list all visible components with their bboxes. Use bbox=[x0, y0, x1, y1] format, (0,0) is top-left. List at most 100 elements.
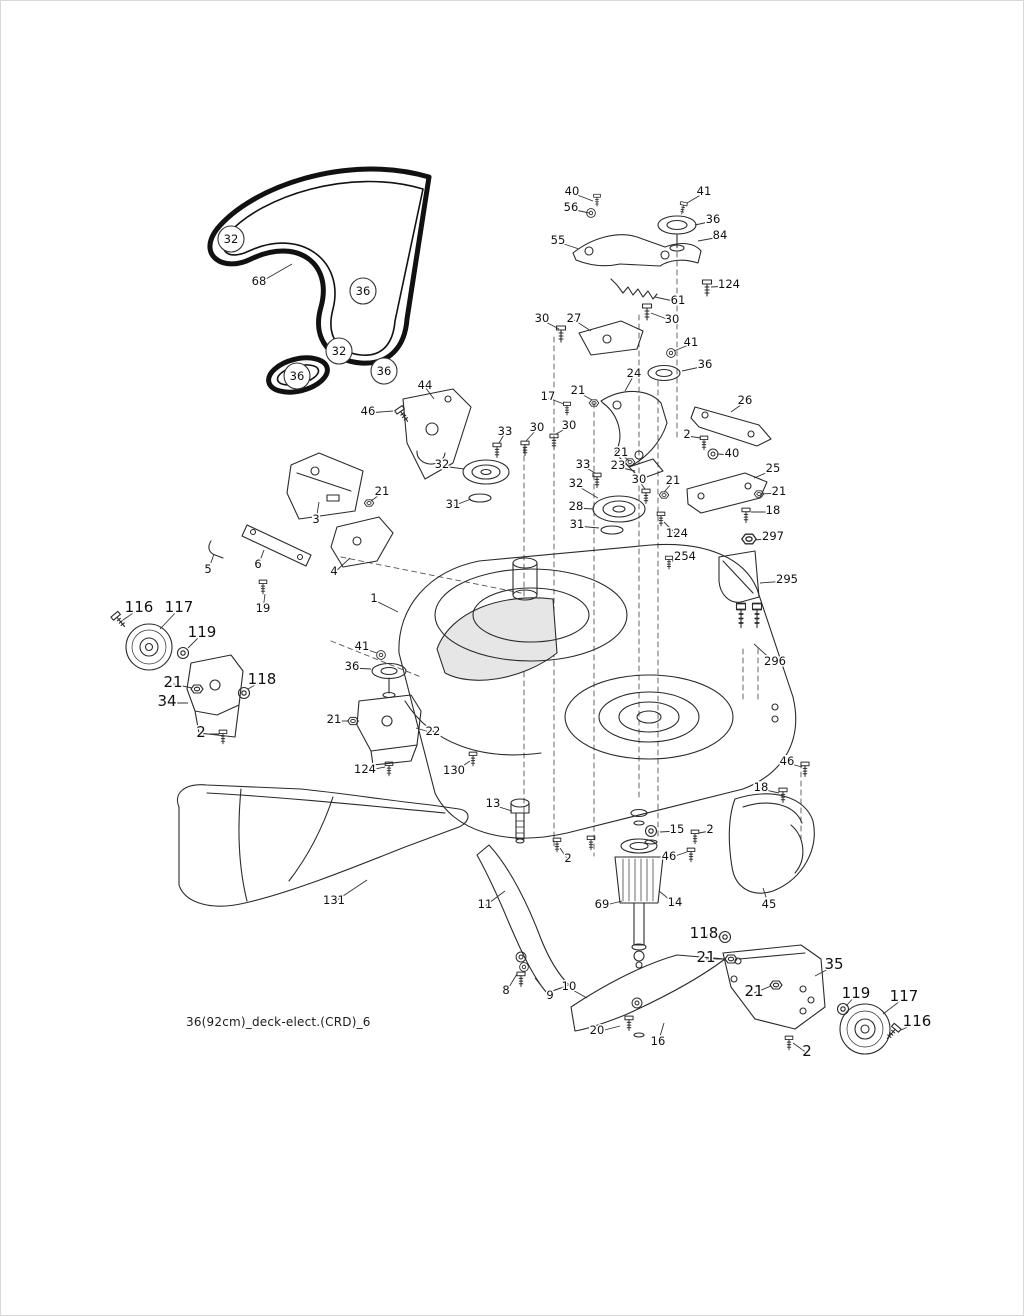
part-label-18: 18 bbox=[766, 503, 781, 517]
part-label-27: 27 bbox=[567, 311, 582, 325]
part-label-295: 295 bbox=[776, 572, 798, 586]
leader-line bbox=[370, 492, 383, 502]
leader-line bbox=[361, 647, 378, 654]
leader-line bbox=[814, 965, 835, 977]
leader-line bbox=[333, 557, 351, 574]
leader-line bbox=[557, 241, 580, 250]
idler-bracket-assembly bbox=[347, 650, 422, 766]
leader-line bbox=[541, 319, 560, 330]
leader-line bbox=[638, 480, 646, 490]
leader-line bbox=[568, 987, 588, 999]
leader-line bbox=[900, 1022, 918, 1031]
leader-line bbox=[576, 525, 600, 529]
part-label-21: 21 bbox=[375, 484, 390, 498]
leader-line bbox=[122, 608, 140, 621]
leader-line bbox=[694, 220, 714, 226]
leader-line bbox=[668, 851, 688, 859]
leader-line bbox=[577, 391, 593, 401]
leader-line bbox=[367, 410, 394, 414]
mandrel-assembly bbox=[614, 808, 700, 969]
leader-line bbox=[257, 549, 265, 567]
leader-line bbox=[575, 484, 599, 499]
part-label-124: 124 bbox=[718, 277, 740, 291]
part-label-1: 1 bbox=[370, 591, 377, 605]
leader-line bbox=[573, 319, 592, 332]
leader-line bbox=[492, 804, 513, 812]
leader-line bbox=[187, 633, 203, 649]
part-label-36: 36 bbox=[377, 364, 392, 378]
part-label-33: 33 bbox=[498, 424, 513, 438]
blade-right bbox=[570, 954, 726, 1038]
top-bracket-assembly bbox=[555, 193, 713, 356]
leader-line bbox=[424, 386, 435, 400]
leader-line bbox=[882, 997, 905, 1015]
part-label-4: 4 bbox=[330, 564, 337, 578]
leader-line bbox=[845, 994, 857, 1007]
part-label-40: 40 bbox=[725, 446, 740, 460]
pulley-label-circle bbox=[370, 357, 398, 385]
part-label-116: 116 bbox=[903, 1012, 932, 1030]
part-label-30: 30 bbox=[562, 418, 577, 432]
part-label-30: 30 bbox=[665, 312, 680, 326]
part-label-6: 6 bbox=[254, 557, 261, 571]
leader-line bbox=[753, 985, 772, 994]
part-label-41: 41 bbox=[697, 184, 712, 198]
part-label-18: 18 bbox=[754, 780, 769, 794]
part-label-36: 36 bbox=[290, 369, 305, 383]
part-label-9: 9 bbox=[546, 988, 553, 1002]
part-label-2: 2 bbox=[683, 427, 690, 441]
part-label-21: 21 bbox=[614, 445, 629, 459]
leader-line bbox=[657, 1022, 665, 1044]
left-brackets bbox=[208, 388, 472, 595]
leader-line bbox=[172, 683, 193, 689]
deck-shell bbox=[384, 543, 810, 853]
part-label-40: 40 bbox=[565, 184, 580, 198]
part-label-41: 41 bbox=[355, 639, 370, 653]
pulley-label-circle bbox=[325, 337, 353, 365]
part-label-119: 119 bbox=[842, 984, 871, 1002]
leader-line bbox=[671, 557, 686, 562]
leader-line bbox=[247, 680, 263, 690]
leader-line bbox=[373, 599, 399, 613]
leader-line bbox=[262, 593, 266, 611]
part-label-117: 117 bbox=[165, 598, 194, 616]
part-label-21: 21 bbox=[744, 982, 763, 1000]
part-label-124: 124 bbox=[354, 762, 376, 776]
part-label-2: 2 bbox=[196, 723, 206, 741]
leader-line bbox=[759, 580, 788, 584]
part-label-13: 13 bbox=[486, 796, 501, 810]
part-label-25: 25 bbox=[766, 461, 781, 475]
part-label-31: 31 bbox=[570, 517, 585, 531]
leader-line bbox=[351, 667, 372, 670]
leader-line bbox=[315, 501, 320, 522]
leader-line bbox=[650, 312, 673, 322]
pulley-label-circle bbox=[217, 225, 245, 253]
part-label-2: 2 bbox=[706, 822, 713, 836]
part-label-45: 45 bbox=[762, 897, 777, 911]
leader-line bbox=[673, 343, 692, 352]
part-label-26: 26 bbox=[738, 393, 753, 407]
part-label-46: 46 bbox=[662, 849, 677, 863]
leader-line bbox=[498, 432, 506, 444]
part-label-69: 69 bbox=[595, 897, 610, 911]
part-label-130: 130 bbox=[443, 763, 465, 777]
part-label-30: 30 bbox=[632, 472, 647, 486]
part-label-16: 16 bbox=[651, 1034, 666, 1048]
part-label-20: 20 bbox=[590, 1023, 605, 1037]
leader-line bbox=[792, 1042, 808, 1054]
leader-line bbox=[582, 465, 596, 474]
leader-line bbox=[570, 208, 590, 214]
leader-line bbox=[730, 401, 746, 413]
part-label-28: 28 bbox=[569, 499, 584, 513]
part-label-44: 44 bbox=[418, 378, 433, 392]
spindle-shaft-left bbox=[510, 798, 530, 844]
part-label-10: 10 bbox=[562, 979, 577, 993]
leader-line bbox=[207, 553, 215, 572]
part-label-21: 21 bbox=[666, 473, 681, 487]
leader-line bbox=[525, 428, 538, 442]
belt-guard bbox=[728, 793, 815, 894]
part-label-24: 24 bbox=[627, 366, 642, 380]
wheel-assembly-right bbox=[718, 930, 902, 1055]
leader-line bbox=[624, 374, 635, 392]
leader-line bbox=[258, 263, 293, 284]
